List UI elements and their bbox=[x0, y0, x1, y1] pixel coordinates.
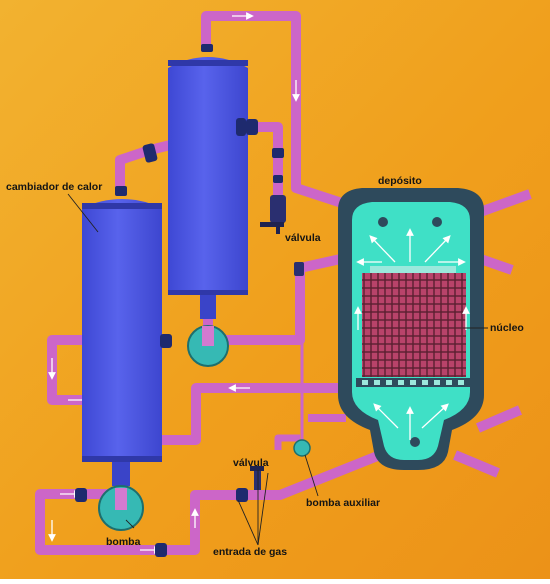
label-heat-exchanger: cambiador de calor bbox=[6, 181, 103, 193]
flow-arrows bbox=[48, 12, 300, 554]
pipe-couplings bbox=[75, 44, 284, 557]
label-core: núcleo bbox=[490, 322, 524, 334]
heat-exchanger-2 bbox=[168, 57, 248, 319]
leader-lines bbox=[67, 193, 488, 546]
label-gas-inlet: entrada de gas bbox=[213, 546, 288, 558]
reactor-vessel bbox=[338, 188, 484, 470]
valve-top-icon bbox=[260, 195, 286, 234]
label-aux-pump: bomba auxiliar bbox=[306, 497, 381, 509]
core-icon bbox=[362, 273, 466, 377]
label-valve-bottom: válvula bbox=[233, 457, 269, 469]
label-vessel: depósito bbox=[378, 175, 422, 187]
aux-valve-icon bbox=[294, 262, 304, 276]
label-valve-top: válvula bbox=[285, 232, 321, 244]
valve-bottom-icon bbox=[250, 466, 264, 490]
aux-pump-icon bbox=[293, 439, 311, 457]
label-pump: bomba bbox=[106, 536, 141, 548]
pump-secondary-icon bbox=[187, 325, 229, 367]
pump-main-icon bbox=[98, 485, 144, 531]
heat-exchanger-1 bbox=[82, 199, 162, 486]
